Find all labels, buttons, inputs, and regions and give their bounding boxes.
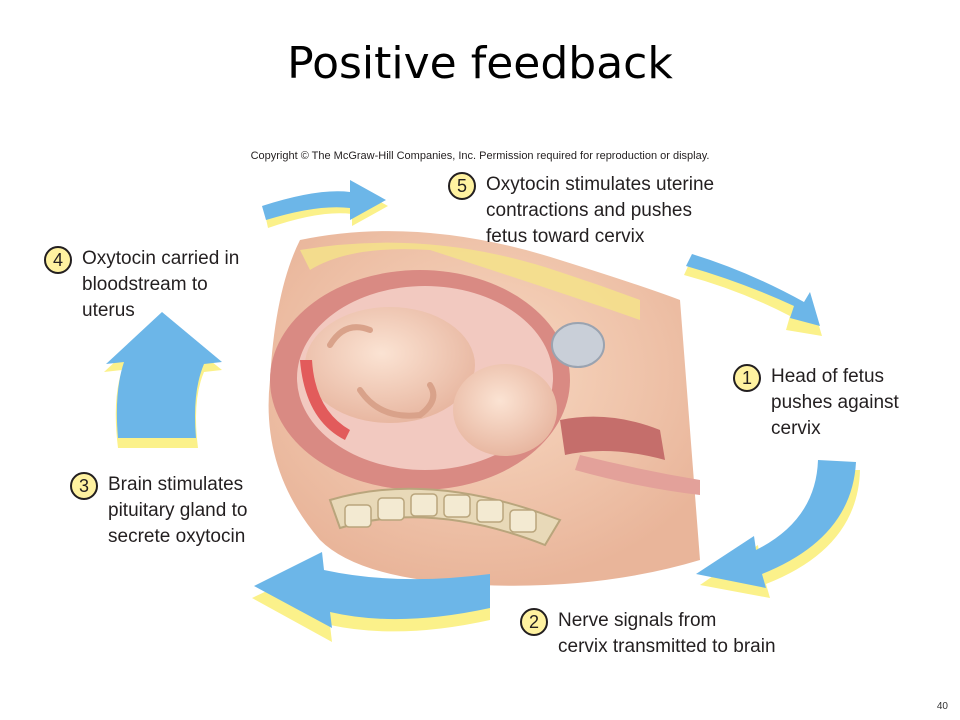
placenta (300, 360, 350, 440)
step-4-number: 4 (44, 246, 72, 274)
step-2-number: 2 (520, 608, 548, 636)
anatomy-illustration (268, 231, 700, 586)
step-4: 4 Oxytocin carried in bloodstream to ute… (44, 246, 239, 324)
slide-title: Positive feedback (287, 38, 673, 89)
arrow-bottom (252, 552, 490, 642)
step-5-number: 5 (448, 172, 476, 200)
vertebrae (344, 493, 537, 533)
step-1-text: Head of fetus pushes against cervix (771, 366, 899, 439)
step-3-text: Brain stimulates pituitary gland to secr… (108, 474, 248, 547)
arrow-left (104, 312, 222, 448)
arrow-right-bottom (696, 460, 860, 598)
arrow-top (262, 180, 388, 228)
cervix (560, 416, 665, 460)
step-2-text: Nerve signals from cervix transmitted to… (558, 610, 776, 657)
fat-layer (300, 242, 640, 320)
step-5-text: Oxytocin stimulates uterine contractions… (486, 174, 715, 247)
fetus-limbs (327, 324, 437, 419)
step-5: 5 Oxytocin stimulates uterine contractio… (448, 172, 714, 250)
vagina-canal (575, 455, 700, 495)
arrow-right-top (684, 254, 822, 336)
step-3-number: 3 (70, 472, 98, 500)
bladder (551, 322, 605, 368)
step-1: 1 Head of fetus pushes against cervix (733, 364, 899, 442)
fetus-head (453, 364, 557, 456)
step-1-number: 1 (733, 364, 761, 392)
step-4-text: Oxytocin carried in bloodstream to uteru… (82, 248, 240, 321)
copyright-notice: Copyright © The McGraw-Hill Companies, I… (250, 150, 710, 162)
step-3: 3 Brain stimulates pituitary gland to se… (70, 472, 247, 550)
fetus-body (305, 307, 475, 423)
step-2: 2 Nerve signals from cervix transmitted … (520, 608, 776, 660)
page-number: 40 (936, 701, 948, 712)
